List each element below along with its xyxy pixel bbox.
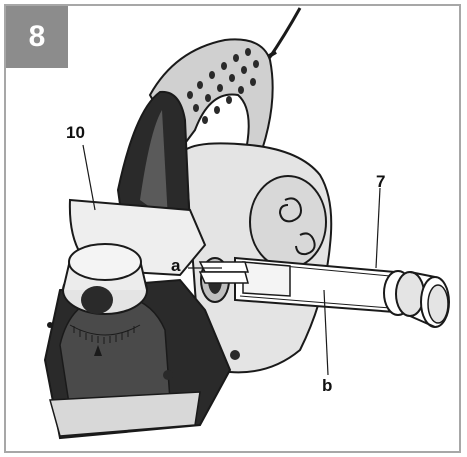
- callout-7: 7: [376, 172, 386, 191]
- handle-grip-dots: [187, 48, 259, 124]
- figure-number-badge: 8: [6, 6, 68, 68]
- callout-10: 10: [66, 123, 85, 142]
- leader-line-10: [82, 144, 96, 211]
- leader-line-b: [323, 289, 329, 376]
- dust-extraction-adapter: [198, 256, 450, 328]
- callout-b: b: [322, 376, 333, 395]
- leader-line-7: [375, 187, 381, 269]
- callout-a: a: [171, 256, 181, 275]
- depth-adjust-knob: [62, 243, 148, 356]
